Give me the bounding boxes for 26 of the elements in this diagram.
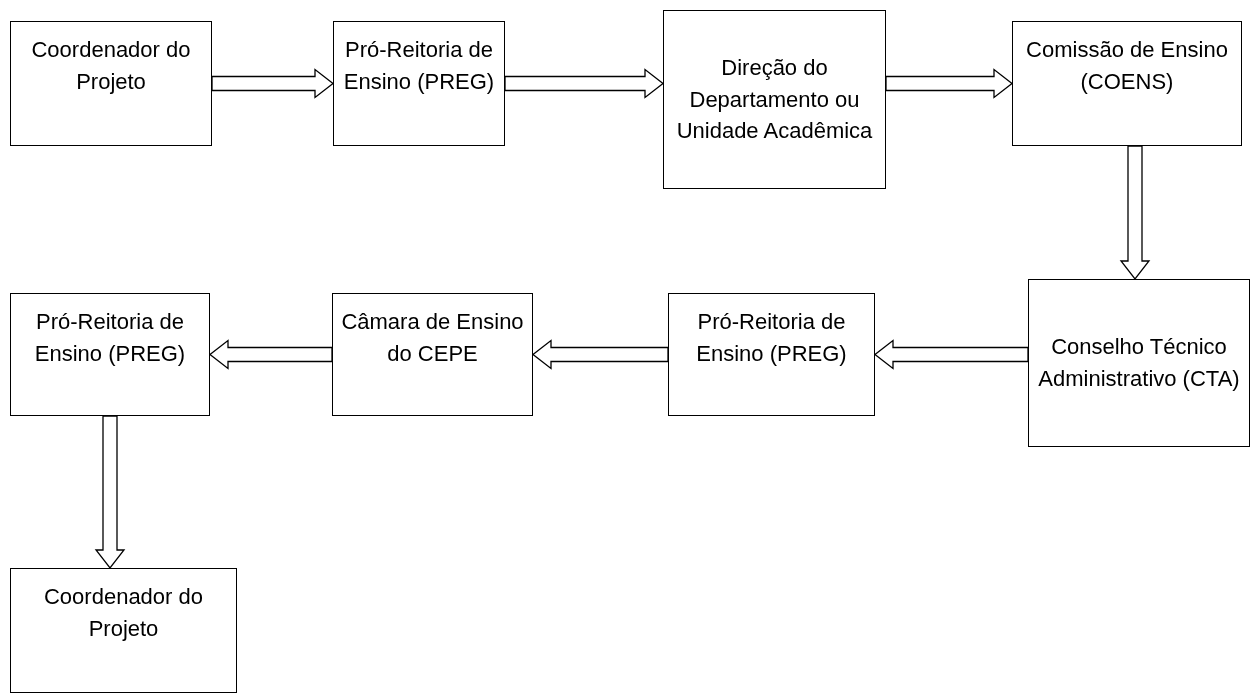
box-label: Conselho Técnico Administrativo (CTA)	[1037, 333, 1241, 393]
process-box	[10, 293, 210, 416]
box-label: Direção do Departamento ou Unidade Acadêmica	[675, 53, 874, 146]
process-box	[10, 21, 212, 146]
process-box	[1028, 279, 1250, 447]
block-arrow	[208, 339, 333, 370]
process-box	[10, 568, 237, 693]
box-label: Coordenador do Projeto	[43, 583, 204, 643]
process-box	[333, 21, 505, 146]
block-arrow	[504, 68, 665, 99]
block-arrow	[211, 68, 335, 99]
box-label: Pró-Reitoria de Ensino (PREG)	[695, 308, 848, 368]
block-arrow	[94, 415, 126, 570]
block-arrow	[873, 339, 1029, 370]
process-box	[332, 293, 533, 416]
block-arrow	[531, 339, 669, 370]
box-label: Comissão de Ensino (COENS)	[1025, 36, 1229, 96]
process-box	[668, 293, 875, 416]
box-label: Coordenador do Projeto	[30, 36, 192, 96]
box-label: Pró-Reitoria de Ensino (PREG)	[33, 308, 187, 368]
box-label: Pró-Reitoria de Ensino (PREG)	[342, 36, 496, 96]
block-arrow	[1119, 145, 1151, 281]
box-label: Câmara de Ensino do CEPE	[340, 308, 525, 368]
block-arrow	[885, 68, 1014, 99]
process-box	[663, 10, 886, 189]
process-box	[1012, 21, 1242, 146]
